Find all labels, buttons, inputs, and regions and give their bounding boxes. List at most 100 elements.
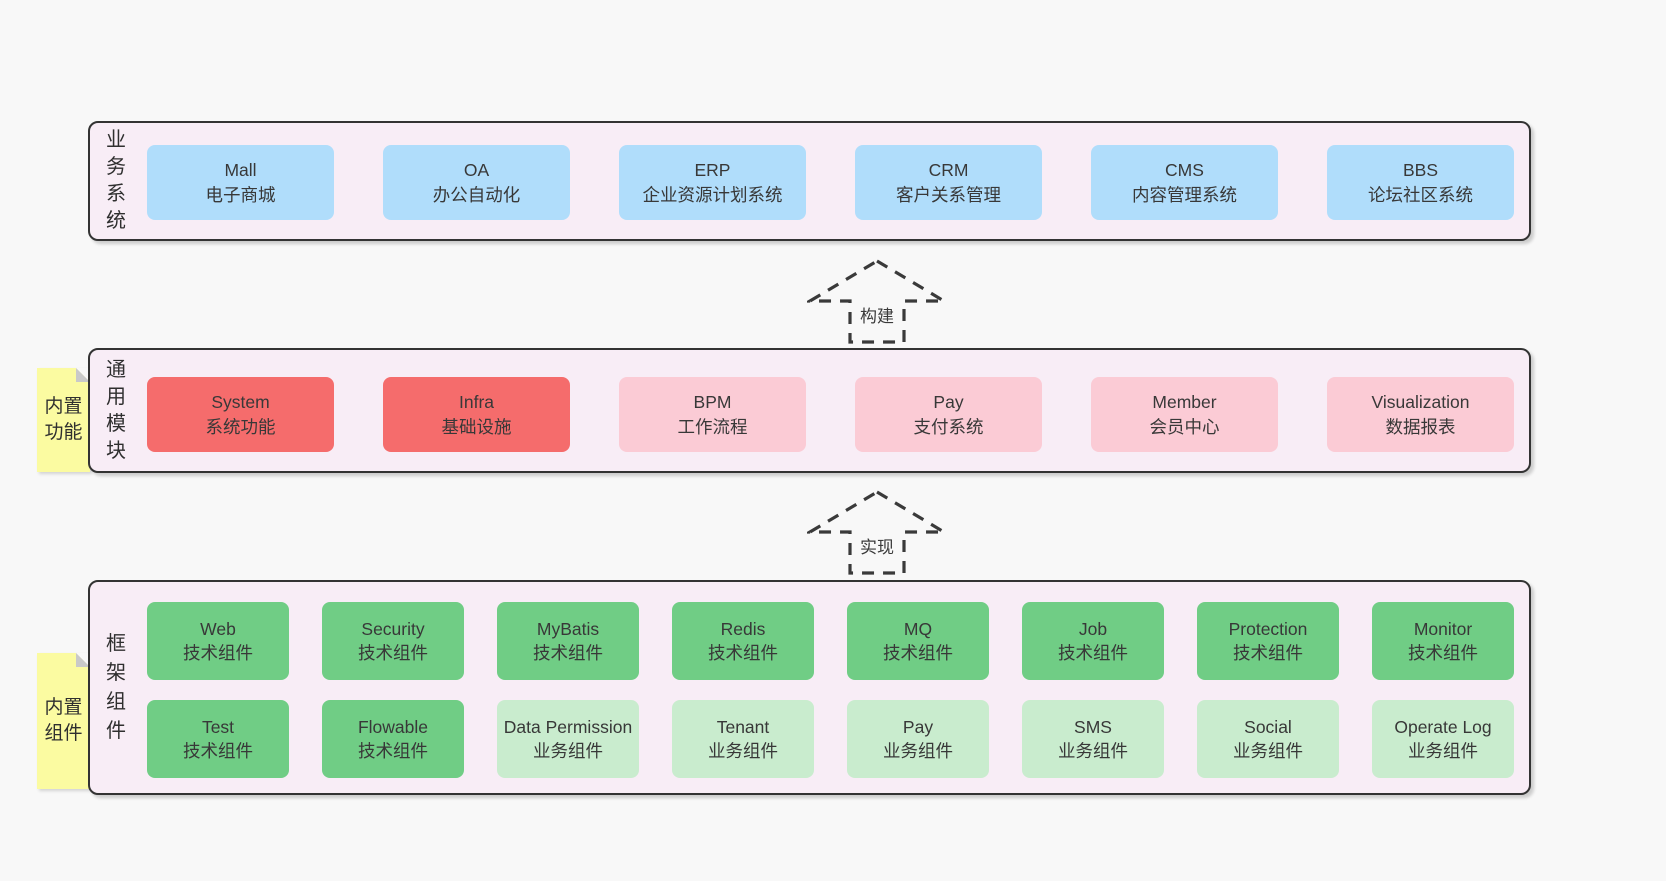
box-desc: 技术组件 [708, 643, 778, 663]
box-operate-log[interactable]: Operate Log 业务组件 [1372, 700, 1514, 778]
box-mybatis[interactable]: MyBatis 技术组件 [497, 602, 639, 680]
box-name: Flowable [357, 716, 429, 737]
box-name: Data Permission [503, 716, 633, 737]
box-desc: 办公自动化 [432, 184, 521, 205]
box-name: SMS [1074, 716, 1112, 737]
build-arrow-label: 构建 [857, 302, 897, 327]
box-name: BBS [1402, 160, 1439, 181]
box-desc: 业务组件 [1408, 741, 1478, 761]
box-name: Redis [720, 618, 766, 639]
common-modules-row: System 系统功能 Infra 基础设施 BPM 工作流程 Pay 支付系统… [147, 377, 1514, 452]
box-social[interactable]: Social 业务组件 [1197, 700, 1339, 778]
box-desc: 技术组件 [358, 741, 428, 761]
box-bbs[interactable]: BBS 论坛社区系统 [1327, 145, 1514, 220]
box-desc: 企业资源计划系统 [642, 184, 783, 205]
box-desc: 技术组件 [1058, 643, 1128, 663]
framework-components-row-1: Web 技术组件 Security 技术组件 MyBatis 技术组件 Redi… [147, 602, 1514, 680]
box-desc: 业务组件 [1058, 741, 1128, 761]
box-desc: 论坛社区系统 [1368, 184, 1473, 205]
box-name: Social [1244, 716, 1292, 737]
box-name: BPM [693, 392, 732, 413]
box-web[interactable]: Web 技术组件 [147, 602, 289, 680]
box-erp[interactable]: ERP 企业资源计划系统 [619, 145, 806, 220]
box-pay-module[interactable]: Pay 支付系统 [855, 377, 1042, 452]
box-infra[interactable]: Infra 基础设施 [383, 377, 570, 452]
box-name: Security [361, 618, 425, 639]
implement-arrow-label: 实现 [857, 533, 897, 558]
box-redis[interactable]: Redis 技术组件 [672, 602, 814, 680]
box-crm[interactable]: CRM 客户关系管理 [855, 145, 1042, 220]
build-arrow: 构建 [807, 258, 947, 344]
box-name: Web [200, 618, 236, 639]
box-name: Visualization [1371, 392, 1470, 413]
sticky-note-built-in-features: 内置功能 [37, 368, 90, 472]
box-job[interactable]: Job 技术组件 [1022, 602, 1164, 680]
box-name: Tenant [716, 716, 770, 737]
box-desc: 系统功能 [205, 416, 276, 437]
box-mq[interactable]: MQ 技术组件 [847, 602, 989, 680]
box-bpm[interactable]: BPM 工作流程 [619, 377, 806, 452]
box-data-permission[interactable]: Data Permission 业务组件 [497, 700, 639, 778]
box-name: Monitor [1413, 618, 1473, 639]
box-name: Job [1078, 618, 1108, 639]
section-label-common-modules: 通用模块 [106, 358, 126, 462]
box-desc: 技术组件 [883, 643, 953, 663]
box-desc: 工作流程 [677, 416, 748, 437]
box-desc: 电子商城 [205, 184, 276, 205]
box-name: Pay [933, 392, 964, 413]
box-name: Operate Log [1394, 716, 1492, 737]
box-name: Mall [224, 160, 257, 181]
box-desc: 业务组件 [1233, 741, 1303, 761]
box-desc: 业务组件 [883, 741, 953, 761]
box-desc: 业务组件 [708, 741, 778, 761]
box-member[interactable]: Member 会员中心 [1091, 377, 1278, 452]
box-name: CRM [928, 160, 969, 181]
box-protection[interactable]: Protection 技术组件 [1197, 602, 1339, 680]
box-system[interactable]: System 系统功能 [147, 377, 334, 452]
box-cms[interactable]: CMS 内容管理系统 [1091, 145, 1278, 220]
box-desc: 会员中心 [1149, 416, 1220, 437]
up-arrow-icon [807, 490, 947, 575]
box-visualization[interactable]: Visualization 数据报表 [1327, 377, 1514, 452]
box-tenant[interactable]: Tenant 业务组件 [672, 700, 814, 778]
section-common-modules: 通用模块 System 系统功能 Infra 基础设施 BPM 工作流程 Pay… [88, 348, 1531, 473]
box-desc: 技术组件 [533, 643, 603, 663]
box-desc: 技术组件 [1408, 643, 1478, 663]
box-flowable[interactable]: Flowable 技术组件 [322, 700, 464, 778]
box-desc: 基础设施 [441, 416, 512, 437]
box-desc: 支付系统 [913, 416, 984, 437]
box-desc: 数据报表 [1385, 416, 1456, 437]
section-label-framework-components: 框架组件 [106, 632, 126, 742]
box-pay-component[interactable]: Pay 业务组件 [847, 700, 989, 778]
box-name: OA [463, 160, 490, 181]
box-desc: 业务组件 [533, 741, 603, 761]
box-sms[interactable]: SMS 业务组件 [1022, 700, 1164, 778]
box-name: ERP [694, 160, 731, 181]
box-oa[interactable]: OA 办公自动化 [383, 145, 570, 220]
box-test[interactable]: Test 技术组件 [147, 700, 289, 778]
box-name: System [211, 392, 270, 413]
box-name: Infra [458, 392, 495, 413]
box-desc: 内容管理系统 [1132, 184, 1237, 205]
box-name: MyBatis [536, 618, 600, 639]
section-label-business-systems: 业务系统 [106, 129, 126, 232]
business-systems-row: Mall 电子商城 OA 办公自动化 ERP 企业资源计划系统 CRM 客户关系… [147, 145, 1514, 220]
box-security[interactable]: Security 技术组件 [322, 602, 464, 680]
box-name: Protection [1228, 618, 1308, 639]
section-framework-components: 框架组件 Web 技术组件 Security 技术组件 MyBatis 技术组件… [88, 580, 1531, 795]
sticky-note-built-in-components: 内置组件 [37, 653, 90, 789]
box-name: CMS [1165, 160, 1204, 181]
box-name: MQ [903, 618, 933, 639]
box-mall[interactable]: Mall 电子商城 [147, 145, 334, 220]
box-desc: 技术组件 [358, 643, 428, 663]
box-desc: 客户关系管理 [896, 184, 1001, 205]
box-name: Member [1152, 392, 1217, 413]
box-desc: 技术组件 [183, 741, 253, 761]
implement-arrow: 实现 [807, 489, 947, 575]
box-name: Pay [902, 716, 934, 737]
box-monitor[interactable]: Monitor 技术组件 [1372, 602, 1514, 680]
framework-components-row-2: Test 技术组件 Flowable 技术组件 Data Permission … [147, 700, 1514, 778]
box-desc: 技术组件 [183, 643, 253, 663]
box-name: Test [201, 716, 235, 737]
